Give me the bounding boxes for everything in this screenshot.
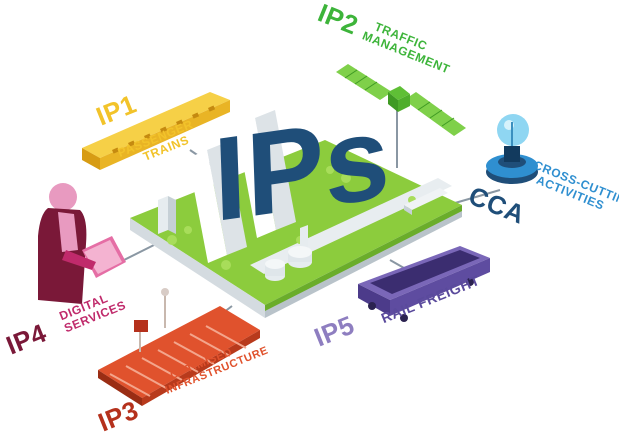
ips-title-blocks [188,110,296,263]
freight-wagon-icon [358,246,490,322]
rail-track-icon [98,288,260,406]
ips-title: IPs [212,90,392,247]
light-bulb-icon [486,114,538,184]
satellite-icon [336,64,466,136]
person-tablet-icon [38,183,126,304]
passenger-train-icon [82,92,230,170]
